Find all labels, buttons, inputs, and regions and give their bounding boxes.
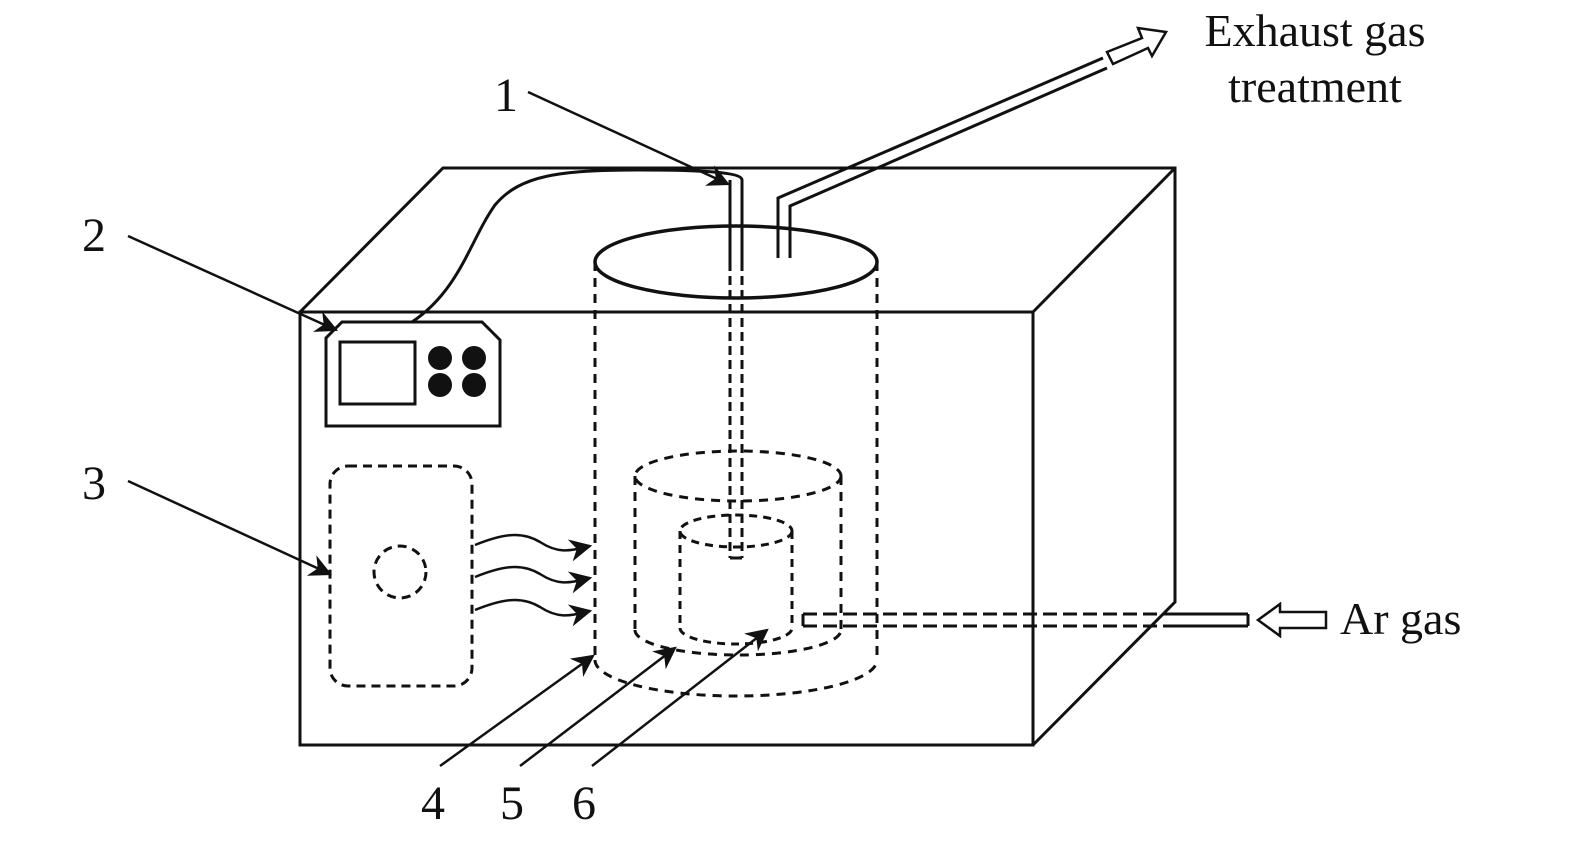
leader-line-4 [439,654,595,768]
exhaust-label-line2: treatment [1228,61,1402,112]
heat-waves [474,533,593,627]
thermocouple-cable [411,168,744,324]
temperature-controller [324,320,502,428]
label-4: 4 [421,777,445,830]
thermocouple-probe [728,180,744,560]
label-2: 2 [82,209,106,262]
heating-element [328,464,474,688]
exhaust-pipe [776,56,1108,258]
leader-line-5 [519,646,677,767]
leader-line-2 [127,234,339,332]
exhaust-gas-label: Exhaust gas treatment [1180,8,1450,120]
controller-knobs [428,346,486,397]
controller-display [338,340,417,406]
label-1: 1 [494,69,518,122]
leader-line-1 [527,90,731,186]
knob-icon [428,346,452,370]
outer-cylinder [593,224,879,698]
knob-icon [462,346,486,370]
knob-icon [428,373,452,397]
exhaust-label-line1: Exhaust gas [1204,5,1426,56]
leader-line-6 [591,628,769,767]
ar-gas-label: Ar gas [1340,593,1462,644]
exhaust-arrow [1105,26,1169,66]
leader-line-3 [127,479,333,576]
ar-gas-pipe [801,612,1250,628]
furnace-box [298,166,1177,747]
sample-container [678,513,794,646]
crucible [633,449,843,657]
label-6: 6 [572,777,596,830]
ar-gas-arrow [1255,601,1328,639]
knob-icon [462,373,486,397]
label-3: 3 [82,457,106,510]
label-5: 5 [500,777,524,830]
